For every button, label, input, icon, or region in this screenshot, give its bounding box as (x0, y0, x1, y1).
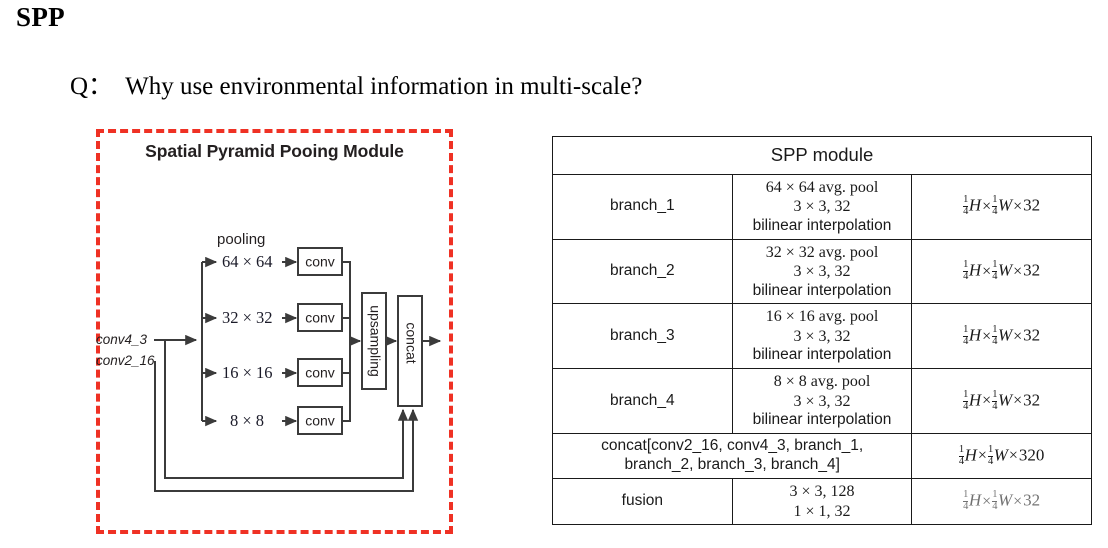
desc-line: bilinear interpolation (752, 216, 892, 234)
desc-line: 3 × 3, 32 (793, 263, 851, 281)
branch-3-pool-label: 16 × 16 (222, 363, 273, 382)
upsampling-box-label: upsampling (367, 305, 383, 377)
conv-box-branch-3-label: conv (305, 365, 335, 381)
desc-line: 3 × 3, 32 (793, 198, 851, 216)
desc-line: 8 × 8 avg. pool (773, 373, 871, 391)
desc-line: 3 × 3, 128 (789, 483, 855, 501)
desc-line: 32 × 32 avg. pool (765, 243, 879, 261)
spp-module-table-wrapper: SPP module branch_1 64 × 64 avg. pool 3 … (552, 136, 1092, 540)
row-name-fusion: fusion (552, 478, 733, 526)
shape-channels: 32 (1023, 325, 1041, 345)
branch1-merge-line (342, 261, 351, 341)
row-name-branch-2: branch_2 (552, 238, 733, 305)
module-caption: Spatial Pyramid Pooing Module (145, 141, 404, 161)
pooling-label: pooling (217, 231, 265, 248)
conv-box-branch-1-label: conv (305, 254, 335, 270)
row-name-concat: concat[conv2_16, conv4_3, branch_1, bran… (552, 433, 913, 480)
desc-line: 3 × 3, 32 (793, 327, 851, 345)
shape-channels: 32 (1023, 490, 1041, 510)
desc-line: bilinear interpolation (752, 346, 892, 364)
branch-4-pool-label: 8 × 8 (230, 411, 264, 430)
conv-box-branch-4-label: conv (305, 413, 335, 429)
row-name-branch-1: branch_1 (552, 173, 733, 240)
conv-box-branch-4 (297, 406, 343, 435)
page-title: SPP (16, 2, 65, 32)
row-name-branch-4: branch_4 (552, 368, 733, 435)
conv-box-branch-2-label: conv (305, 310, 335, 326)
row-desc-branch-4: 8 × 8 avg. pool 3 × 3, 32 bilinear inter… (731, 368, 913, 435)
spp-module-table: SPP module branch_1 64 × 64 avg. pool 3 … (552, 136, 1092, 526)
desc-line: bilinear interpolation (752, 411, 892, 429)
desc-line: bilinear interpolation (752, 281, 892, 299)
table-row: branch_3 16 × 16 avg. pool 3 × 3, 32 bil… (552, 303, 1092, 370)
concat-box-label: concat (403, 322, 419, 363)
table-header-row: SPP module (552, 136, 1092, 175)
conv2_16-skip-path (154, 361, 419, 492)
table-header-cell: SPP module (552, 136, 1092, 175)
row-desc-branch-2: 32 × 32 avg. pool 3 × 3, 32 bilinear int… (731, 238, 913, 305)
slide-question: Q： Why use environmental information in … (70, 73, 643, 100)
upsampling-box (361, 292, 387, 390)
shape-channels: 320 (1018, 445, 1045, 465)
branch-1-pool-label: 64 × 64 (222, 252, 273, 271)
shape-channels: 32 (1023, 195, 1041, 215)
row-desc-branch-3: 16 × 16 avg. pool 3 × 3, 32 bilinear int… (731, 303, 913, 370)
row-name-branch-3: branch_3 (552, 303, 733, 370)
conv4_3-skip-path (164, 340, 409, 479)
branch-2-pool-label: 32 × 32 (222, 308, 273, 327)
desc-line: concat[conv2_16, conv4_3, branch_1, (601, 437, 864, 455)
desc-line: 3 × 3, 32 (793, 392, 851, 410)
diagram-graphics: pooling 64 × 64 32 × 32 16 × 16 8 × 8 co… (96, 231, 442, 492)
conv-box-branch-2 (297, 303, 343, 332)
table-row: branch_2 32 × 32 avg. pool 3 × 3, 32 bil… (552, 238, 1092, 305)
input-label-conv2_16: conv2_16 (96, 353, 155, 368)
concat-box (397, 295, 423, 407)
input-label-conv4_3: conv4_3 (96, 332, 148, 347)
desc-line: 16 × 16 avg. pool (765, 308, 879, 326)
shape-channels: 32 (1023, 260, 1041, 280)
table-row: branch_4 8 × 8 avg. pool 3 × 3, 32 bilin… (552, 368, 1092, 435)
spp-module-diagram: Spatial Pyramid Pooing Module pooling 64… (96, 129, 453, 534)
desc-line: 1 × 1, 32 (793, 502, 851, 520)
desc-line: branch_2, branch_3, branch_4] (624, 456, 840, 474)
row-desc-branch-1: 64 × 64 avg. pool 3 × 3, 32 bilinear int… (731, 173, 913, 240)
row-desc-fusion: 3 × 3, 128 1 × 1, 32 (731, 478, 913, 526)
shape-channels: 32 (1023, 390, 1041, 410)
table-row: concat[conv2_16, conv4_3, branch_1, bran… (552, 433, 1092, 480)
table-row: branch_1 64 × 64 avg. pool 3 × 3, 32 bil… (552, 173, 1092, 240)
desc-line: 64 × 64 avg. pool (765, 178, 879, 196)
module-dashed-border (96, 129, 453, 534)
branch4-merge-line (342, 341, 351, 422)
